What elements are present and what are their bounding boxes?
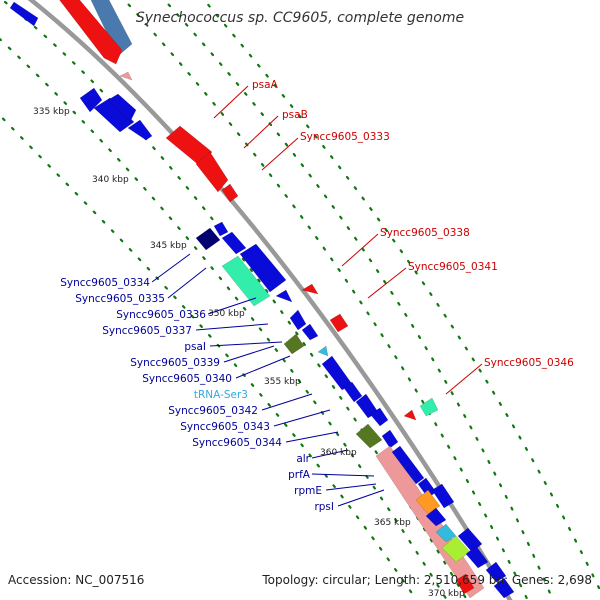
cds-feature[interactable]: [79, 87, 103, 113]
cds-feature[interactable]: [275, 289, 293, 303]
trna-ser3-gene[interactable]: [317, 345, 329, 357]
leader-psaB: [243, 115, 279, 149]
gene-label-psaI[interactable]: psaI: [184, 341, 206, 353]
gene-label-psaB[interactable]: psaB: [282, 109, 308, 121]
psaA-gene[interactable]: [165, 125, 213, 167]
syncc0341-gene[interactable]: [329, 313, 349, 333]
psaB-gene[interactable]: [195, 151, 229, 193]
gene-label-rpsI[interactable]: rpsI: [314, 501, 334, 513]
leader-psaA: [213, 85, 249, 119]
cds-feature[interactable]: [343, 381, 363, 403]
kbp-label: 370 kbp: [428, 589, 465, 599]
syncc0335-gene[interactable]: [221, 231, 247, 255]
gene-label-syncc0336[interactable]: Syncc9605_0336: [116, 309, 206, 321]
cds-feature[interactable]: [485, 561, 507, 583]
dotline-outer-1: [123, 0, 529, 600]
rpsI-gene[interactable]: [425, 507, 447, 527]
leader-syncc0335: [167, 267, 207, 299]
cds-feature[interactable]: [9, 1, 39, 27]
gene-label-syncc0340[interactable]: Syncc9605_0340: [142, 373, 232, 385]
leader-syncc0337: [195, 323, 269, 331]
features: [9, 0, 515, 599]
prfA-gene[interactable]: [431, 483, 455, 509]
gene-label-syncc0343[interactable]: Syncc9605_0343: [180, 421, 270, 433]
leader-syncc0344: [285, 431, 339, 443]
syncc0340-gene[interactable]: [321, 355, 353, 391]
kbp-label: 345 kbp: [150, 241, 187, 251]
kbp-label: 340 kbp: [92, 175, 129, 185]
gene-label-alr[interactable]: alr: [296, 453, 310, 465]
leader-syncc0333: [261, 137, 299, 171]
kbp-label: 350 kbp: [208, 309, 245, 319]
kbp-label: 335 kbp: [33, 107, 70, 117]
psaI-gene[interactable]: [283, 333, 305, 355]
gene-label-syncc0334[interactable]: Syncc9605_0334: [60, 277, 150, 289]
cds-feature[interactable]: [127, 119, 153, 141]
syncc0336-gene[interactable]: [221, 255, 271, 307]
gene-label-psaA[interactable]: psaA: [252, 79, 279, 91]
leader-syncc0343: [273, 409, 331, 427]
gene-label-syncc0335[interactable]: Syncc9605_0335: [75, 293, 165, 305]
cds-feature-pink[interactable]: [119, 71, 133, 81]
leader-syncc0342: [261, 393, 313, 411]
dotline-inner-3: [0, 37, 449, 600]
cds-feature[interactable]: [465, 545, 489, 569]
gene-label-syncc0344[interactable]: Syncc9605_0344: [192, 437, 282, 449]
syncc0344-gene[interactable]: [355, 423, 383, 449]
syncc0334-gene[interactable]: [195, 227, 221, 251]
gene-label-syncc0333[interactable]: Syncc9605_0333: [300, 131, 390, 143]
leader-prfA: [311, 473, 375, 477]
cds-feature[interactable]: [403, 461, 425, 485]
syncc0339-gene[interactable]: [301, 323, 319, 341]
cds-feature[interactable]: [93, 97, 135, 133]
cds-feature-mint[interactable]: [419, 397, 439, 417]
leader-syncc0338: [341, 233, 379, 267]
syncc0338-gene[interactable]: [301, 283, 319, 295]
accession-text: Accession: NC_007516: [8, 573, 145, 587]
syncc0346-gene[interactable]: [403, 409, 417, 421]
syncc0343-gene[interactable]: [369, 407, 389, 427]
cds-feature[interactable]: [493, 577, 515, 599]
dotline-outer-2: [163, 0, 555, 600]
leader-rpmE: [325, 483, 377, 491]
leader-rpsI: [337, 489, 385, 507]
syncc0333-gene[interactable]: [221, 183, 239, 203]
cds-feature[interactable]: [381, 429, 399, 449]
leader-syncc0341: [367, 267, 407, 299]
dotline-inner-2: [0, 113, 418, 600]
cds-feature[interactable]: [107, 93, 137, 123]
kbp-label: 355 kbp: [264, 377, 301, 387]
gene-label-syncc0342[interactable]: Syncc9605_0342: [168, 405, 258, 417]
gene-label-syncc0337[interactable]: Syncc9605_0337: [102, 325, 192, 337]
kbp-label: 360 kbp: [320, 448, 357, 458]
gene-label-trna-ser3[interactable]: tRNA-Ser3: [194, 389, 248, 401]
gene-label-rpmE[interactable]: rpmE: [294, 485, 322, 497]
gene-label-syncc0346[interactable]: Syncc9605_0346: [484, 357, 574, 369]
gene-label-syncc0341[interactable]: Syncc9605_0341: [408, 261, 498, 273]
leader-alr: [311, 449, 349, 459]
leader-lines: [151, 85, 483, 507]
leader-psaI: [209, 341, 283, 347]
leader-syncc0340: [235, 355, 291, 379]
cds-feature[interactable]: [213, 221, 229, 237]
cds-feature[interactable]: [289, 309, 307, 331]
leader-syncc0339: [223, 345, 275, 363]
topology-text: Topology: circular; Length: 2,510,659 bp…: [262, 573, 592, 587]
leader-syncc0336: [207, 297, 257, 315]
cds-feature-red[interactable]: [58, 0, 123, 65]
cds-feature[interactable]: [455, 573, 475, 595]
genome-backbone: [27, 0, 513, 600]
rpmE-gene[interactable]: [415, 489, 441, 515]
syncc0337-gene[interactable]: [239, 243, 287, 293]
leader-syncc0346: [445, 363, 483, 395]
leader-syncc0334: [151, 253, 191, 283]
gene-label-syncc0339[interactable]: Syncc9605_0339: [130, 357, 220, 369]
kbp-label: 365 kbp: [374, 518, 411, 528]
genome-title: Synechococcus sp. CC9605, complete genom…: [135, 10, 465, 26]
gene-label-syncc0338[interactable]: Syncc9605_0338: [380, 227, 470, 239]
gene-label-prfA[interactable]: prfA: [288, 469, 311, 481]
